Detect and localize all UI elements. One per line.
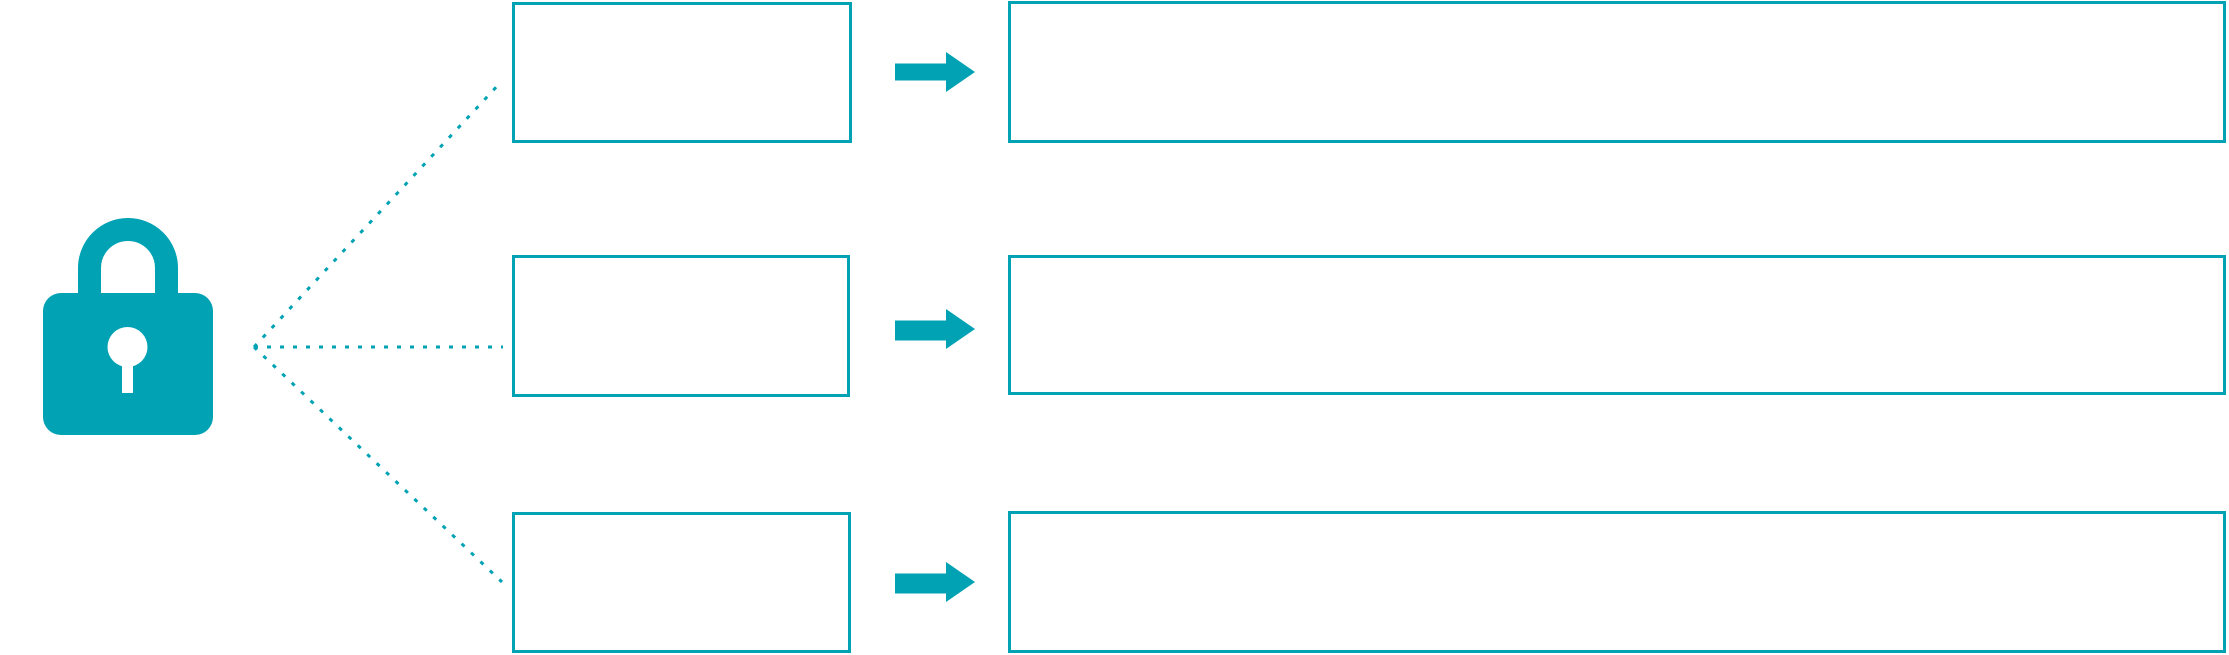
connector-top bbox=[252, 81, 502, 349]
detail-box-row3 bbox=[1008, 511, 2226, 653]
key-box-row1 bbox=[512, 2, 852, 143]
lock-keyhole-stem bbox=[122, 345, 133, 393]
detail-box-row2 bbox=[1008, 255, 2226, 395]
key-box-row2 bbox=[512, 255, 850, 397]
key-box-row3 bbox=[512, 512, 851, 653]
arrow-right-icon-row3 bbox=[895, 562, 975, 602]
lock-shackle bbox=[78, 218, 178, 296]
connector-bottom bbox=[252, 345, 504, 584]
lock-icon bbox=[43, 218, 213, 435]
detail-box-row1 bbox=[1008, 1, 2226, 143]
arrow-right-icon-row2 bbox=[895, 309, 975, 349]
arrow-right-icon-row1 bbox=[895, 52, 975, 92]
